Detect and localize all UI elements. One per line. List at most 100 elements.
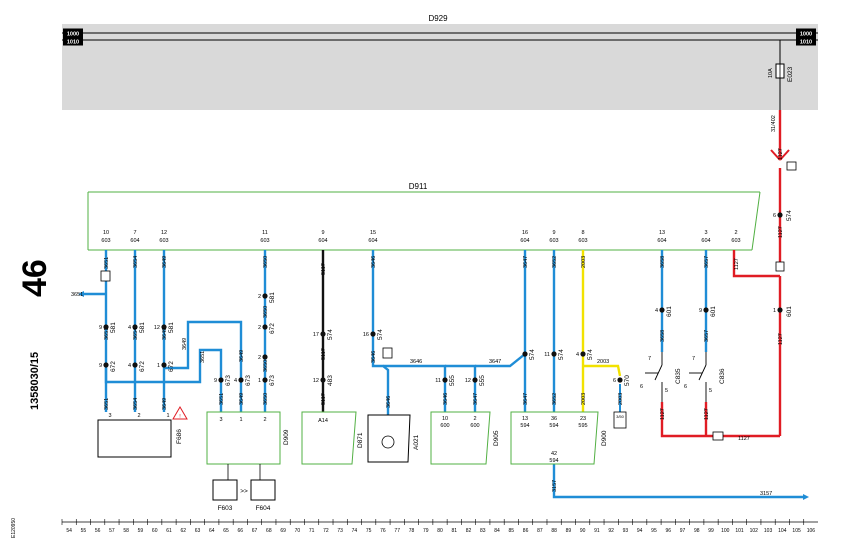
svg-text:2: 2 [137,413,140,419]
svg-text:604: 604 [368,238,377,244]
svg-text:1127: 1127 [778,148,784,160]
svg-text:7: 7 [133,230,136,236]
svg-text:9: 9 [99,363,102,369]
svg-text:581: 581 [269,292,276,303]
svg-text:3: 3 [704,230,707,236]
f686-pins: 3 2 1 [108,413,169,419]
svg-text:!: ! [179,414,181,420]
svg-text:574: 574 [587,349,594,360]
ruler-number: 97 [680,528,686,534]
svg-text:3651: 3651 [104,398,110,410]
ruler-number: 66 [238,528,244,534]
svg-text:1: 1 [239,417,242,423]
svg-text:604: 604 [318,238,327,244]
svg-text:10: 10 [103,230,109,236]
svg-text:603: 603 [101,238,110,244]
connector-plug-red [786,161,797,171]
svg-text:12: 12 [313,378,319,384]
switch-c835 [645,352,663,402]
svg-text:600: 600 [440,423,449,429]
svg-text:601: 601 [786,306,793,317]
label-d905: D905 [493,430,500,446]
svg-text:13: 13 [522,416,528,422]
ruler-number: 62 [180,528,186,534]
ruler-number: 70 [295,528,301,534]
red-wires [660,110,782,438]
page-number: 46 [16,259,54,297]
ruler-number: 54 [66,528,72,534]
svg-text:574: 574 [558,349,565,360]
top-band [62,24,818,110]
band-tag-left-1000 [63,28,83,38]
ruler-number: 86 [523,528,529,534]
connector-dots [103,212,783,383]
ruler-number: 57 [109,528,115,534]
svg-text:16: 16 [363,332,369,338]
svg-text:3652: 3652 [552,393,558,405]
yellow-wire-2003 [581,250,622,412]
small-box [613,411,627,429]
svg-text:3650: 3650 [263,393,269,405]
svg-text:3657: 3657 [704,256,710,268]
svg-text:574: 574 [529,349,536,360]
label-d900: D900 [601,430,608,446]
svg-text:3651: 3651 [219,393,225,405]
fuse-wire: 31/402 [771,115,777,132]
svg-text:15: 15 [370,230,376,236]
svg-text:3646: 3646 [371,351,377,363]
svg-text:604: 604 [130,238,139,244]
label-3157: 3157 [760,491,772,497]
svg-text:9: 9 [552,230,555,236]
ruler-number: 73 [337,528,343,534]
svg-text:581: 581 [110,322,117,333]
svg-text:604: 604 [701,238,710,244]
svg-text:3657: 3657 [704,330,710,342]
pin-numbers: 9 4 12 9 4 1 9 4 1 2 2 2 17 12 16 11 12 … [99,213,776,384]
top-band-label: D929 [428,14,448,23]
arrow-symbol: >> [240,488,248,495]
svg-text:13: 13 [659,230,665,236]
svg-text:3654: 3654 [133,328,139,340]
svg-text:6: 6 [613,378,616,384]
component-d900 [510,411,599,465]
svg-text:594: 594 [549,458,558,464]
ruler-number: 59 [138,528,144,534]
svg-text:3646: 3646 [386,396,392,408]
ruler-number: 99 [708,528,714,534]
svg-text:3157: 3157 [552,480,558,492]
ruler-number: 63 [195,528,201,534]
svg-text:17: 17 [313,332,319,338]
component-d871 [301,411,357,465]
svg-text:3650: 3650 [263,256,269,268]
svg-text:8: 8 [581,230,584,236]
ruler-number: 90 [580,528,586,534]
label-d909: D909 [283,429,290,445]
ruler-number: 94 [637,528,643,534]
svg-text:3658: 3658 [660,256,666,268]
svg-text:36: 36 [551,416,557,422]
label-c836: C836 [719,368,726,384]
svg-text:3651: 3651 [200,351,206,363]
label-f603: F603 [218,505,233,512]
svg-text:9: 9 [699,308,702,314]
svg-text:604: 604 [657,238,666,244]
svg-text:570: 570 [624,375,631,386]
svg-text:3650: 3650 [263,360,269,372]
svg-text:1127: 1127 [704,408,710,420]
svg-text:9: 9 [214,378,217,384]
label-a021: A021 [413,434,420,450]
svg-text:3654: 3654 [133,256,139,268]
svg-text:672: 672 [168,361,175,372]
svg-text:581: 581 [168,322,175,333]
svg-text:3646: 3646 [410,359,422,365]
ruler-number: 87 [537,528,543,534]
svg-text:3649: 3649 [162,398,168,410]
wire-labels: 3651 3654 3649 3650 5117 3646 3647 3652 … [104,148,784,492]
svg-text:3650: 3650 [263,306,269,318]
label-3651-left: 3651 [71,292,83,298]
ruler-number: 80 [437,528,443,534]
svg-text:5117: 5117 [321,393,327,405]
